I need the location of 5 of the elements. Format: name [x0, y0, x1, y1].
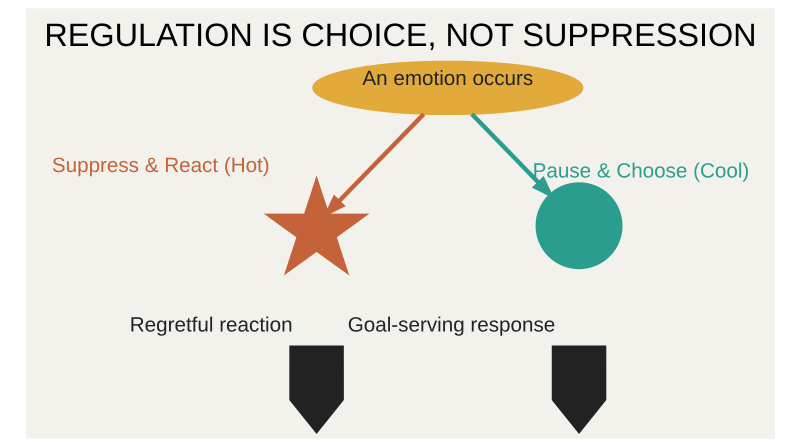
node-label: Regretful reaction	[129, 313, 292, 336]
node-label: Pause & Choose (Cool)	[532, 159, 749, 182]
node-label: Suppress & React (Hot)	[51, 154, 270, 178]
diagram-title: REGULATION IS CHOICE, NOT SUPPRESSION	[44, 16, 756, 53]
node-label: Goal-serving response	[347, 313, 555, 336]
